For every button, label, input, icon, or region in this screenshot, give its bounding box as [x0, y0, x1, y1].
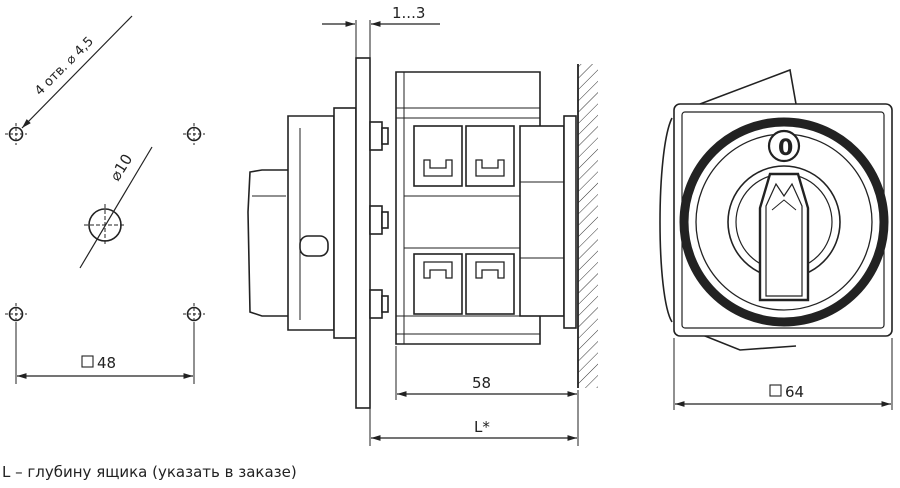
- square-symbol-64: [769, 384, 782, 397]
- contact-block-upper-left: [413, 125, 463, 187]
- panel: [355, 57, 371, 409]
- knob-position-label: 0: [778, 136, 793, 161]
- screw-middle: [369, 205, 389, 235]
- contact-block-lower-left: [413, 253, 463, 315]
- mounting-hole-top-right: [183, 123, 205, 145]
- dim-L-label: L*: [474, 418, 490, 436]
- knob-side: [247, 169, 291, 317]
- side-view: [247, 20, 598, 446]
- center-hole-leader-line: [79, 146, 153, 269]
- mounting-hole-top-left: [5, 123, 27, 145]
- dim-64-label: 64: [785, 383, 804, 401]
- mounting-hole-bottom-right: [183, 303, 205, 325]
- depth-note: L – глубину ящика (указать в заказе): [2, 463, 297, 481]
- enclosure-wall-hatch: [578, 64, 598, 388]
- hole-pattern-view: [5, 15, 205, 384]
- holes-label: 4 отв. ⌀ 4,5: [32, 34, 97, 99]
- center-hole-label: ⌀10: [106, 151, 136, 184]
- indicator-bump: [299, 235, 329, 257]
- dim-gap-label: 1...3: [392, 4, 425, 22]
- dim-48-label: 48: [97, 354, 116, 372]
- knob-handle: [758, 172, 810, 302]
- holes-leader-line: [21, 15, 133, 129]
- contact-block-lower-right: [465, 253, 515, 315]
- front-panel-plate: [333, 107, 357, 339]
- contact-block-upper-right: [465, 125, 515, 187]
- screw-top: [369, 121, 389, 151]
- rear-housing-outline: [659, 117, 673, 323]
- mounting-hole-bottom-left: [5, 303, 27, 325]
- position-marker: [767, 129, 801, 163]
- rear-module: [519, 125, 565, 317]
- front-view: [659, 68, 893, 410]
- screw-bottom: [369, 289, 389, 319]
- square-symbol-48: [81, 355, 94, 368]
- escutcheon-side: [287, 115, 335, 331]
- dim-58-label: 58: [472, 374, 491, 392]
